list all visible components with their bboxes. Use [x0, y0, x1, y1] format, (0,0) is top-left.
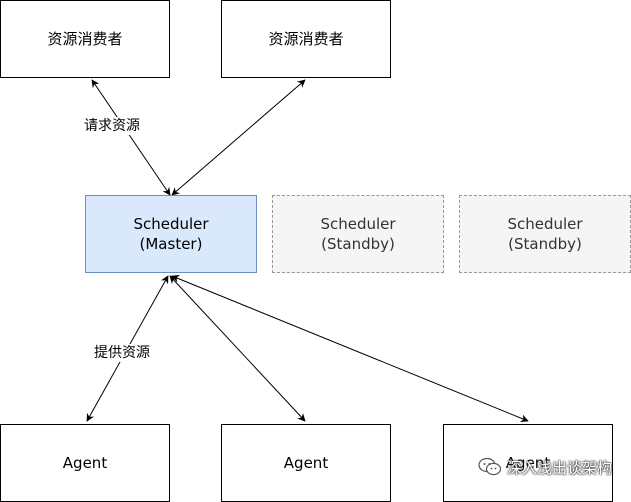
consumer-node-2-label: 资源消费者	[268, 30, 344, 48]
edge-scheduler-agent2	[169, 275, 306, 422]
edge-consumer2-scheduler	[171, 79, 306, 196]
scheduler-standby-node-1: Scheduler (Standby)	[272, 195, 444, 273]
edge-consumer1-scheduler	[91, 79, 171, 196]
scheduler-standby-node-2: Scheduler (Standby)	[459, 195, 631, 273]
consumer-node-1: 资源消费者	[0, 0, 170, 78]
scheduler-standby-2-label: Scheduler (Standby)	[507, 215, 583, 253]
agent-node-3-label: Agent	[505, 454, 551, 472]
agent-node-2: Agent	[221, 424, 391, 502]
wechat-icon	[478, 457, 502, 477]
consumer-node-1-label: 资源消费者	[47, 30, 123, 48]
agent-node-1: Agent	[0, 424, 170, 502]
scheduler-master-label: Scheduler (Master)	[133, 215, 209, 253]
scheduler-standby-1-label: Scheduler (Standby)	[320, 215, 396, 253]
watermark-text: 深入浅出谈架构	[507, 458, 613, 477]
scheduler-master-node: Scheduler (Master)	[85, 195, 257, 273]
edge-label-provide: 提供资源	[93, 344, 151, 362]
agent-node-1-label: Agent	[62, 454, 108, 472]
agent-node-2-label: Agent	[283, 454, 329, 472]
agent-node-3: Agent	[443, 424, 613, 502]
watermark: 深入浅出谈架构	[478, 455, 612, 479]
consumer-node-2: 资源消费者	[221, 0, 391, 78]
edge-label-request: 请求资源	[83, 117, 141, 135]
edge-scheduler-agent3	[171, 275, 529, 422]
